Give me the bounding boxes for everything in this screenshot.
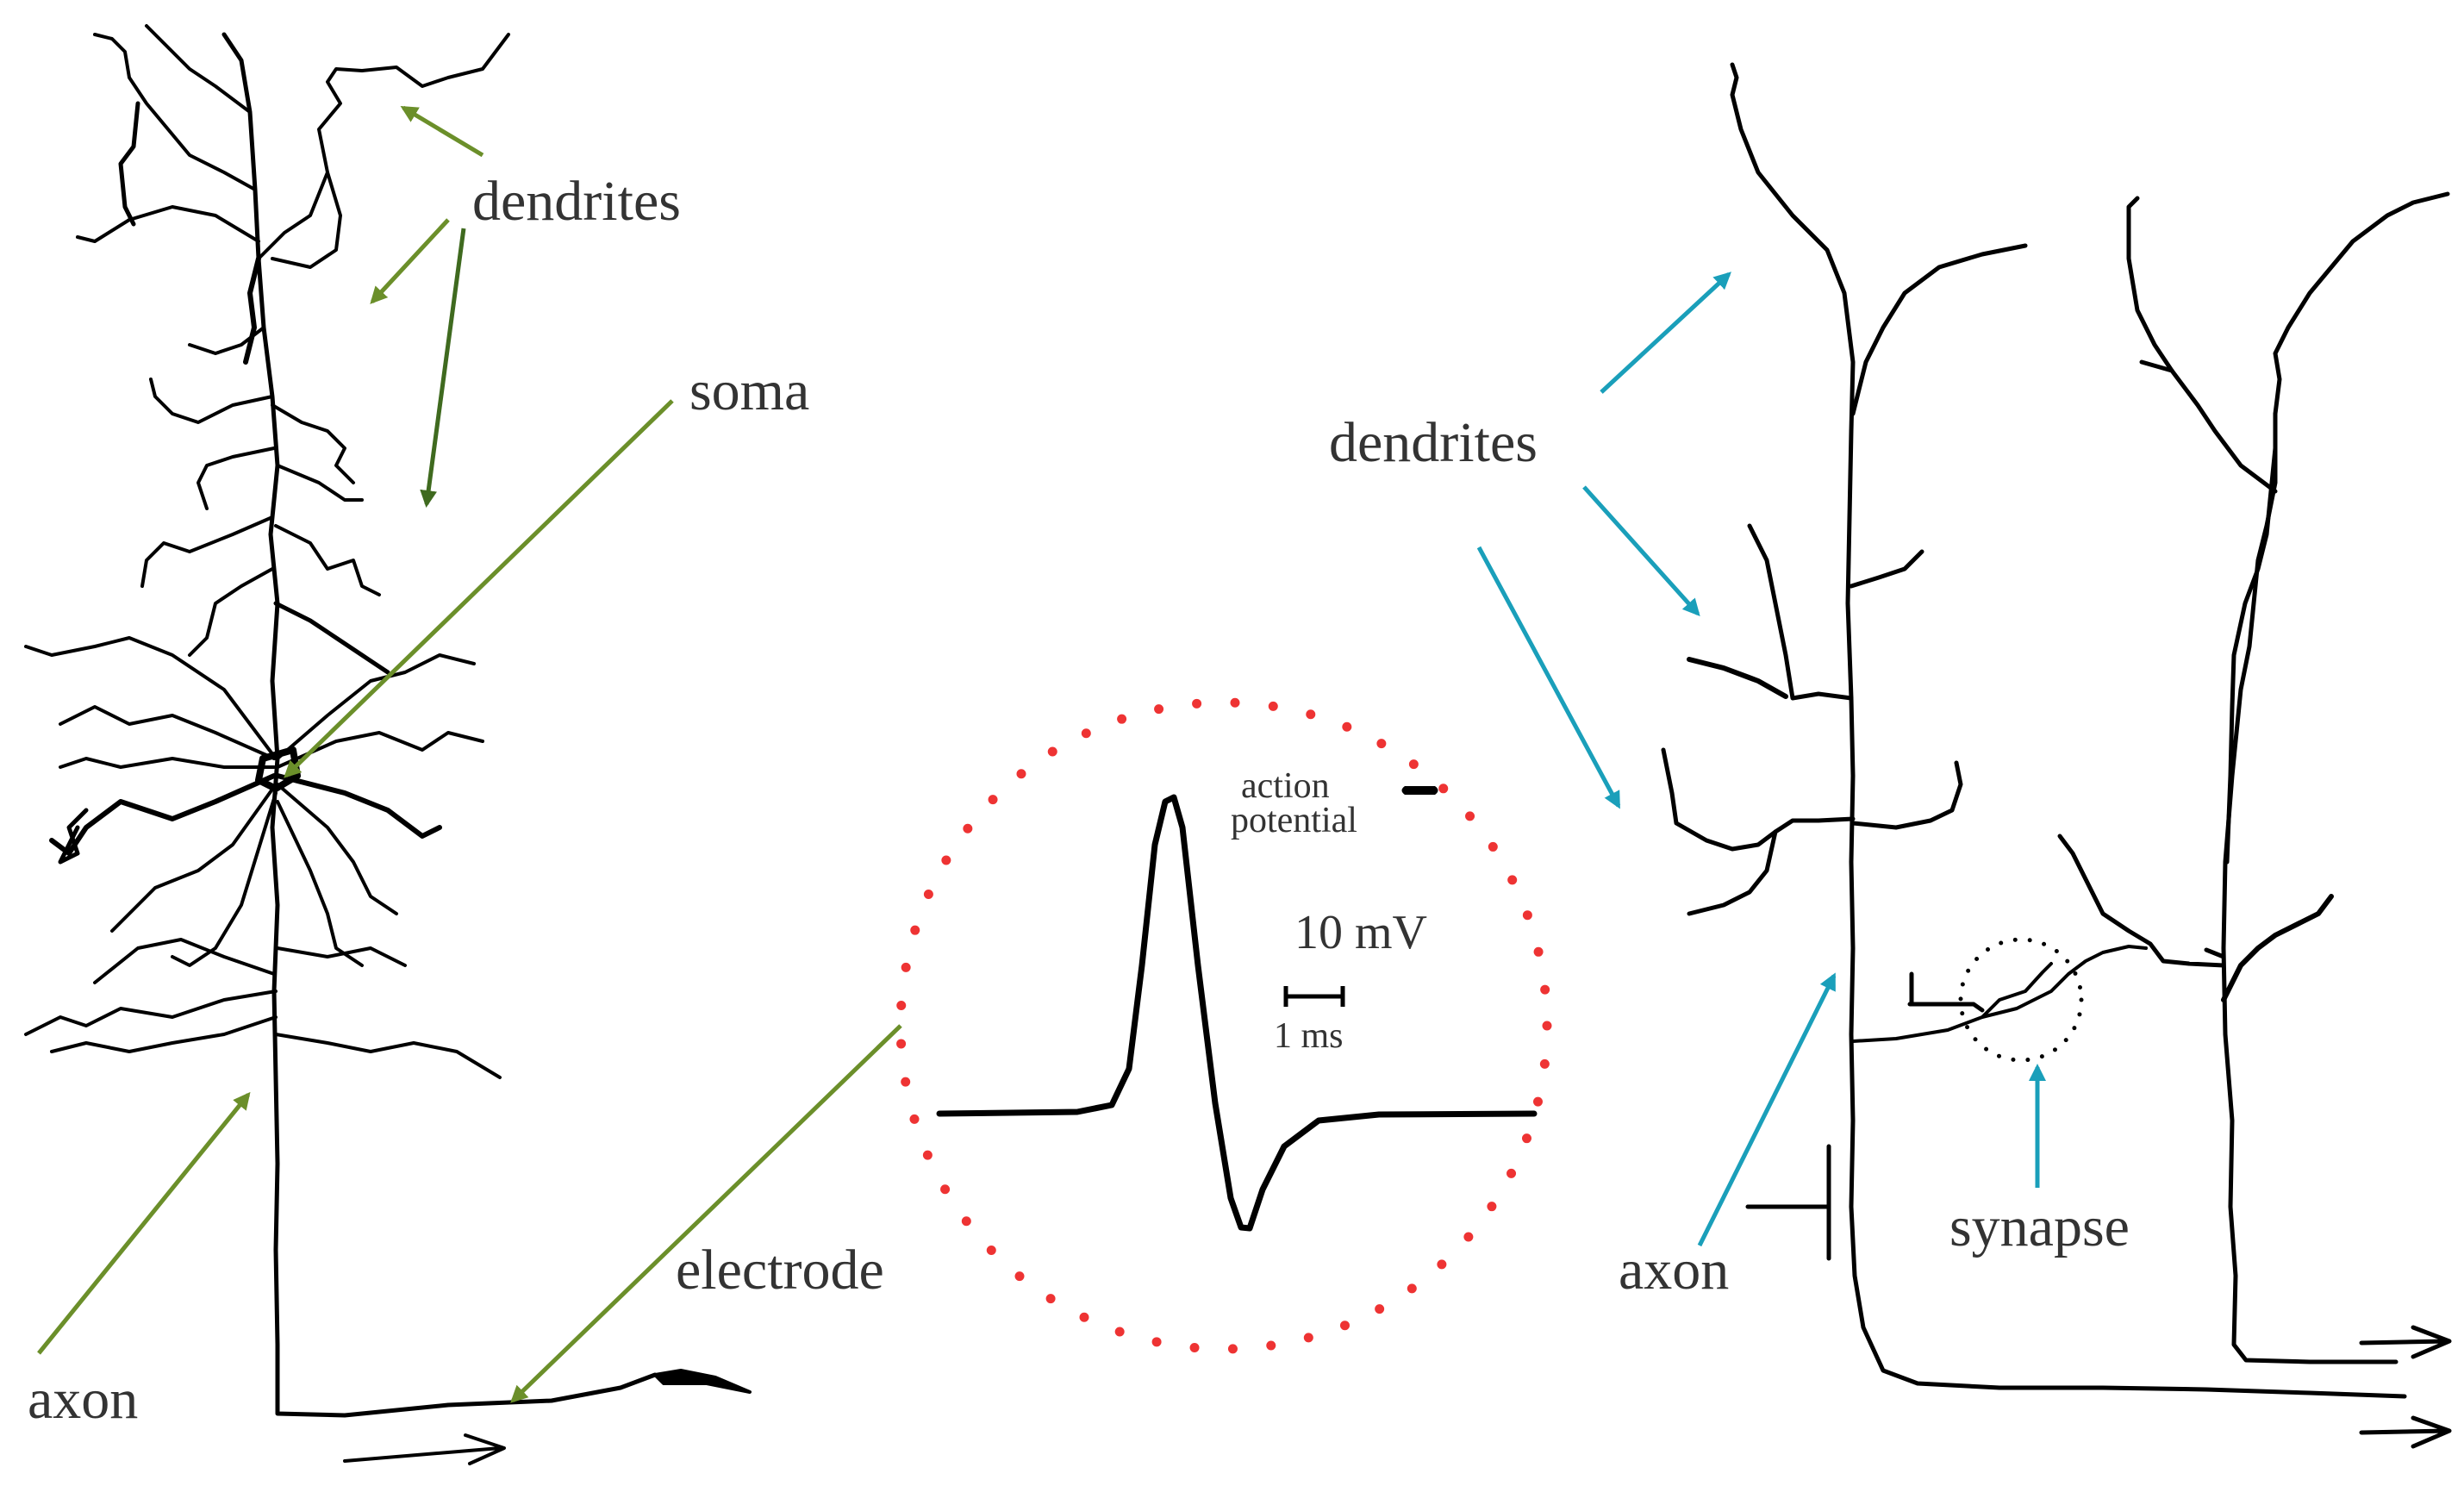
arrow-to-dendrites-top	[400, 105, 484, 158]
dendrite-branch	[196, 446, 276, 510]
basal-dendrite	[24, 636, 278, 760]
dendrite-branch	[2221, 894, 2334, 1002]
arrow-to-electrode-tip	[510, 1024, 902, 1403]
dendrite-branch	[188, 326, 265, 355]
dendrite-branch	[1850, 243, 2028, 416]
left-labels: dendrites soma axon electrode	[28, 170, 884, 1431]
right-neurons	[1661, 62, 2452, 1449]
axon-terminal-stub	[1745, 1144, 1831, 1261]
dendrite-branch	[140, 515, 274, 588]
left-neuron	[24, 24, 752, 1465]
dendrite-branch	[273, 601, 390, 675]
basal-dendrite	[93, 938, 276, 984]
time-scale-bar	[1283, 986, 1345, 1007]
dendrite-branch	[1849, 549, 1924, 589]
arrow-to-dendrites-low	[420, 228, 466, 508]
dendrite-branch	[2273, 191, 2450, 416]
right-neuron-a-upper	[1730, 62, 1856, 701]
dendrite-branch	[118, 101, 140, 227]
basal-dendrite	[50, 1015, 278, 1053]
basal-dendrite	[276, 946, 407, 967]
dendrite-branch	[1850, 760, 1963, 830]
left-axon	[273, 1075, 658, 1418]
synapse-label: synapse	[1949, 1196, 2130, 1258]
dendrite-branch	[2126, 196, 2174, 373]
left-arrows	[37, 105, 902, 1403]
axon-collateral	[1851, 945, 2148, 1043]
dendrite-branch	[257, 33, 510, 260]
basal-dendrite	[171, 791, 278, 967]
action-potential-marker	[1401, 786, 1438, 795]
axon-label-right: axon	[1619, 1239, 1729, 1302]
arrow-to-dendrite-top-right	[1600, 272, 1731, 394]
basal-dendrite	[275, 773, 442, 839]
basal-dendrite	[276, 653, 476, 760]
potential-label-line2: potential	[1231, 801, 1357, 840]
basal-dendrite	[276, 731, 484, 769]
soma-label: soma	[689, 359, 809, 422]
dendrite-branch	[1687, 657, 1788, 699]
axon-label-left: axon	[28, 1368, 138, 1431]
arrow-to-dendrite-mid-right	[1582, 485, 1700, 616]
axon-direction-arrow	[2359, 1325, 2452, 1359]
action-label-line1: action	[1241, 766, 1330, 806]
soma-body	[255, 746, 301, 792]
basal-dendrite	[110, 783, 278, 933]
basal-dendrite	[276, 800, 364, 967]
right-arrows	[1476, 272, 2046, 1247]
basal-dendrite	[274, 1033, 502, 1079]
dendrite-branch	[271, 403, 355, 484]
electrode-label: electrode	[676, 1239, 884, 1302]
dendrite-branch	[149, 378, 274, 424]
dendrites-label-left: dendrites	[472, 170, 681, 233]
dendrite-branch	[274, 524, 381, 596]
arrow-to-dendrites-mid	[370, 218, 450, 304]
dendrites-label-right: dendrites	[1329, 411, 1538, 474]
basal-dendrite	[59, 705, 276, 760]
basal-dendrite	[24, 990, 278, 1036]
basal-dendrite	[49, 773, 277, 856]
dendrite-branch	[2057, 834, 2226, 968]
time-scale-label: 1 ms	[1274, 1016, 1344, 1056]
arrow-to-axon-right	[1697, 972, 1837, 1247]
synapse-terminal-branch	[1981, 962, 2053, 1019]
dendrite-branch	[271, 171, 342, 269]
apical-dendrite-trunk	[221, 32, 280, 1080]
dendrite-branch	[1747, 523, 1854, 701]
dendrite-branch	[93, 33, 257, 191]
dendrite-branch	[145, 24, 252, 114]
arrow-to-axon	[37, 1091, 251, 1355]
arrow-to-soma	[284, 399, 674, 778]
basal-dendrite	[59, 757, 276, 769]
basal-dendrite	[276, 783, 398, 915]
dendrite-branch	[2224, 446, 2278, 865]
arrow-to-dendrite-low-right	[1476, 546, 1621, 809]
right-neuron-b-trunk	[2221, 946, 2399, 1364]
dendrite-branch	[1661, 747, 1856, 852]
basal-dendrite	[58, 808, 89, 865]
axon-direction-arrow	[2359, 1415, 2452, 1449]
dendrite-branch	[2204, 947, 2226, 959]
dendrite-branch	[1687, 829, 1778, 916]
dendrite-branch	[76, 205, 260, 243]
right-neuron-a-trunk	[1849, 696, 1856, 1209]
terminal-bouton	[1907, 971, 1985, 1013]
voltage-scale-label: 10 mV	[1294, 906, 1427, 959]
dendrite-branch	[276, 464, 364, 502]
synapse-circle	[1958, 937, 2084, 1063]
dendrite-branch	[243, 256, 261, 365]
axon-direction-arrow	[343, 1433, 506, 1465]
right-neuron-a-axon	[1849, 1204, 2407, 1399]
electrode-recording-circle	[895, 697, 1552, 1354]
axon-terminal-swelling	[653, 1369, 752, 1394]
dendrite-branch	[188, 567, 274, 657]
action-potential-trace	[936, 794, 1538, 1232]
dendrite-branch	[2139, 359, 2278, 494]
recording-panel: action potential 10 mV 1 ms	[895, 697, 1552, 1354]
right-labels: dendrites axon synapse	[1329, 411, 2130, 1302]
